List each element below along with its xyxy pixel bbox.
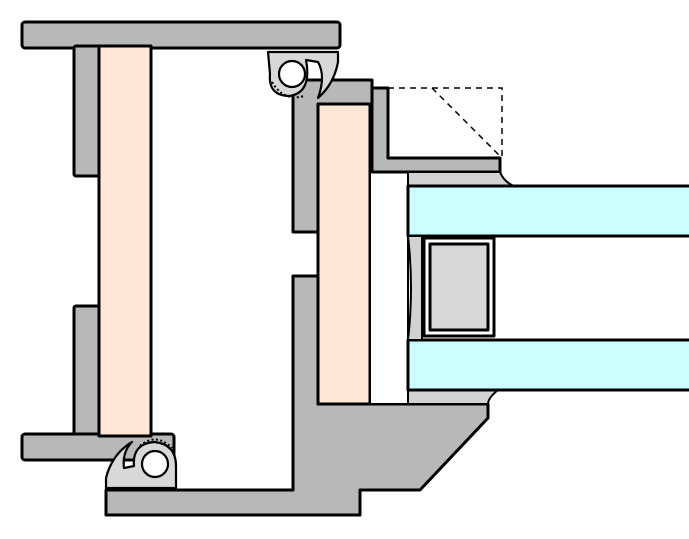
edge-seal [407, 235, 423, 341]
glass-pane-upper [406, 184, 689, 238]
gasket-top [266, 50, 340, 100]
frame-stem-upper [72, 44, 102, 178]
sash-insulation-core [316, 102, 372, 406]
bead-profile [370, 86, 502, 174]
gasket-top-bulb [277, 59, 307, 89]
sash-inner-cavity [369, 171, 409, 405]
frame-top-flange [20, 20, 342, 50]
bead-recess-bottom [407, 389, 499, 405]
frame-insulation-core [97, 44, 153, 438]
bead-clip-diagonal [431, 87, 501, 157]
gasket-bottom [104, 438, 178, 490]
spacer-bar-inner [428, 242, 490, 332]
gasket-bottom-bulb [140, 449, 170, 479]
frame-stem-lower [72, 304, 102, 438]
sash [104, 78, 490, 517]
glazing-unit [406, 184, 689, 392]
glass-pane-lower [406, 338, 689, 392]
bead-clip-outline [388, 87, 503, 158]
gasket-bottom-serration [139, 438, 173, 449]
bead-nose [407, 171, 515, 187]
